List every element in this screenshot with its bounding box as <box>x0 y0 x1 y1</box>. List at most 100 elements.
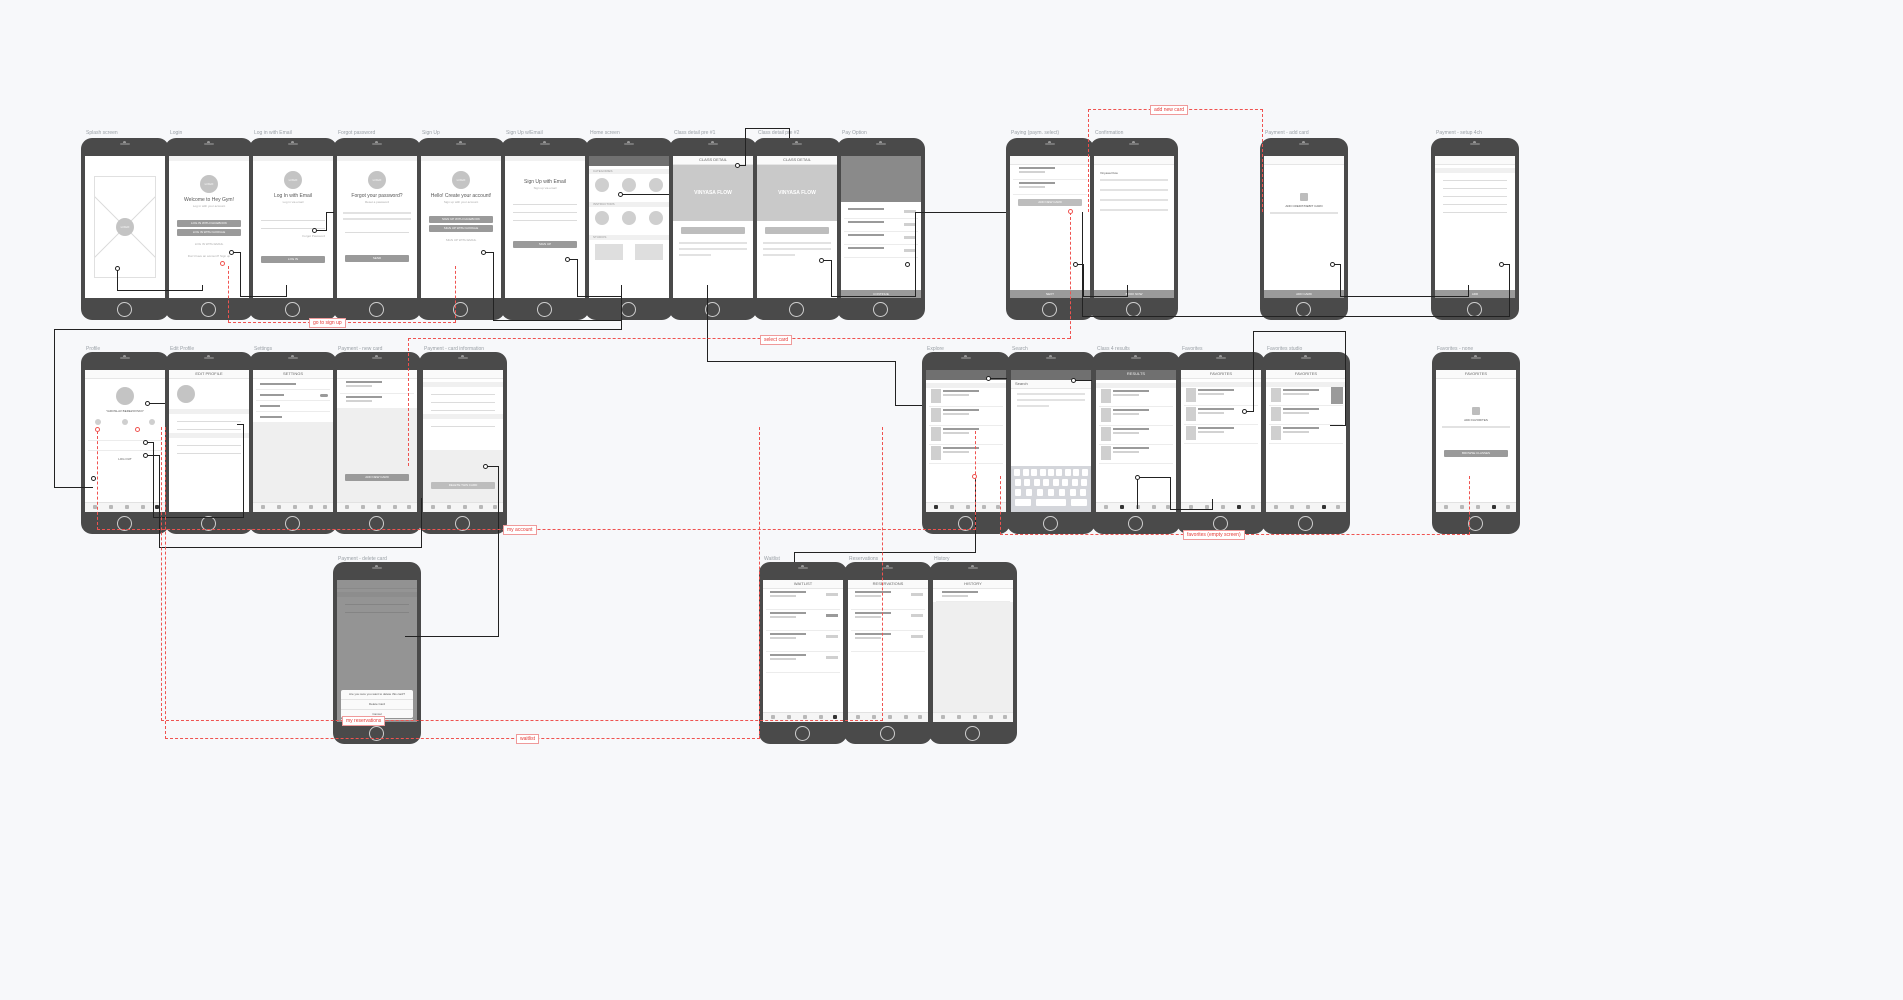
add-new-card-button[interactable]: ADD NEW CARD <box>1018 199 1082 206</box>
screen-home[interactable]: CATEGORIES INSTRUCTORS STUDIOS <box>585 138 673 320</box>
tab-bar[interactable] <box>85 502 165 512</box>
home-button[interactable] <box>965 726 980 741</box>
search-input[interactable]: Search <box>1011 380 1091 389</box>
home-button[interactable] <box>1128 516 1143 531</box>
class-row[interactable] <box>929 426 1003 445</box>
profile-menu-item[interactable] <box>88 431 162 441</box>
add-button[interactable]: ADD <box>1435 290 1515 298</box>
tab-bar[interactable] <box>763 712 843 722</box>
screen-forgot-password[interactable]: LOGO Forgot your password? Reset a passw… <box>333 138 421 320</box>
home-button[interactable] <box>455 516 470 531</box>
history-row[interactable] <box>936 589 1010 602</box>
email-field[interactable] <box>345 228 409 233</box>
last-name-field[interactable] <box>177 425 241 430</box>
tab-bar[interactable] <box>423 502 503 512</box>
option-row[interactable] <box>844 232 918 245</box>
card-number-field[interactable] <box>1443 176 1507 181</box>
home-button[interactable] <box>873 302 888 317</box>
studio-tiles[interactable] <box>589 244 669 260</box>
favorite-row[interactable] <box>1269 387 1343 406</box>
screen-favorites[interactable]: FAVORITES <box>1177 352 1265 534</box>
screen-explore[interactable] <box>922 352 1010 534</box>
screen-settings[interactable]: SETTINGS <box>249 352 337 534</box>
card-cvv-field[interactable] <box>1443 200 1507 205</box>
card-row[interactable] <box>340 394 414 409</box>
favorite-row[interactable] <box>1184 425 1258 444</box>
home-button[interactable] <box>1298 516 1313 531</box>
screen-pay-option[interactable]: CONTINUE <box>837 138 925 320</box>
settings-row[interactable] <box>256 401 330 412</box>
next-button[interactable]: NEXT <box>1010 290 1090 298</box>
tab-bar[interactable] <box>1436 502 1516 512</box>
search-header[interactable] <box>926 370 1006 380</box>
waitlist-row[interactable] <box>766 589 840 610</box>
option-row[interactable] <box>844 206 918 219</box>
home-button[interactable] <box>1296 302 1311 317</box>
home-button[interactable] <box>285 516 300 531</box>
home-button[interactable] <box>705 302 720 317</box>
search-header[interactable] <box>589 156 669 166</box>
home-button[interactable] <box>453 302 468 317</box>
tab-bar[interactable] <box>1266 502 1346 512</box>
category-tiles[interactable] <box>589 178 669 192</box>
screen-payment-setup[interactable]: ADD <box>1431 138 1519 320</box>
screen-confirmation[interactable]: Vinyasa Flow BOOK NOW <box>1090 138 1178 320</box>
search-header[interactable] <box>1011 370 1091 380</box>
favorite-row[interactable] <box>1269 406 1343 425</box>
home-button[interactable] <box>537 302 552 317</box>
billing-field[interactable] <box>431 422 495 427</box>
email-field[interactable] <box>261 216 325 221</box>
waitlist-row[interactable] <box>766 610 840 631</box>
screen-favorites-studio[interactable]: FAVORITES <box>1262 352 1350 534</box>
continue-button[interactable]: CONTINUE <box>841 290 921 298</box>
facebook-signup-button[interactable]: SIGN UP WITH FACEBOOK <box>429 216 493 223</box>
class-action-button[interactable] <box>681 227 745 234</box>
screen-waitlist[interactable]: WAITLIST <box>759 562 847 744</box>
phone-field[interactable] <box>177 449 241 454</box>
card-cvv-field[interactable] <box>431 406 495 411</box>
book-now-button[interactable]: BOOK NOW <box>1094 290 1174 298</box>
favorite-row[interactable] <box>1184 387 1258 406</box>
email-signup-link[interactable]: SIGN UP WITH EMAIL <box>445 238 477 242</box>
tab-bar[interactable] <box>926 502 1006 512</box>
screen-class-detail-1[interactable]: CLASS DETAIL VINYASA FLOW <box>669 138 757 320</box>
screen-edit-profile[interactable]: EDIT PROFILE <box>165 352 253 534</box>
facebook-login-button[interactable]: LOG IN WITH FACEBOOK <box>177 220 241 227</box>
home-button[interactable] <box>1043 516 1058 531</box>
screen-signup-email[interactable]: Sign Up with Email Sign up via email SIG… <box>501 138 589 320</box>
home-button[interactable] <box>369 726 384 741</box>
tab-bar[interactable] <box>253 502 333 512</box>
card-number-field[interactable] <box>431 390 495 395</box>
card-row[interactable] <box>340 379 414 394</box>
home-button[interactable] <box>1468 516 1483 531</box>
add-new-card-button[interactable]: ADD NEW CARD <box>345 474 409 481</box>
avatar[interactable] <box>177 385 195 403</box>
login-button[interactable]: LOG IN <box>261 256 325 263</box>
class-row[interactable] <box>1099 445 1173 464</box>
home-button[interactable] <box>1126 302 1141 317</box>
screen-reservations[interactable]: RESERVATIONS <box>844 562 932 744</box>
home-button[interactable] <box>117 302 132 317</box>
home-button[interactable] <box>621 302 636 317</box>
screen-class-detail-2[interactable]: CLASS DETAIL VINYASA FLOW <box>753 138 841 320</box>
card-zip-field[interactable] <box>1443 208 1507 213</box>
send-button[interactable]: SEND <box>345 255 409 262</box>
waitlist-row[interactable] <box>766 631 840 652</box>
home-button[interactable] <box>1467 302 1482 317</box>
tab-bar[interactable] <box>1096 502 1176 512</box>
class-row[interactable] <box>929 388 1003 407</box>
class-action-button[interactable] <box>765 227 829 234</box>
home-button[interactable] <box>369 302 384 317</box>
signup-link[interactable]: Don't have an account? Sign up <box>187 254 231 258</box>
card-name-field[interactable] <box>1443 184 1507 189</box>
home-button[interactable] <box>369 516 384 531</box>
card-row[interactable] <box>1013 165 1087 180</box>
home-button[interactable] <box>201 302 216 317</box>
first-name-field[interactable] <box>177 417 241 422</box>
logout-button[interactable]: LOG OUT <box>118 457 132 461</box>
profile-menu-item[interactable] <box>88 441 162 451</box>
screen-payment-new-card[interactable]: ADD NEW CARD <box>333 352 421 534</box>
class-row[interactable] <box>1099 426 1173 445</box>
keyboard[interactable] <box>1011 466 1091 512</box>
instructor-tiles[interactable] <box>589 211 669 225</box>
